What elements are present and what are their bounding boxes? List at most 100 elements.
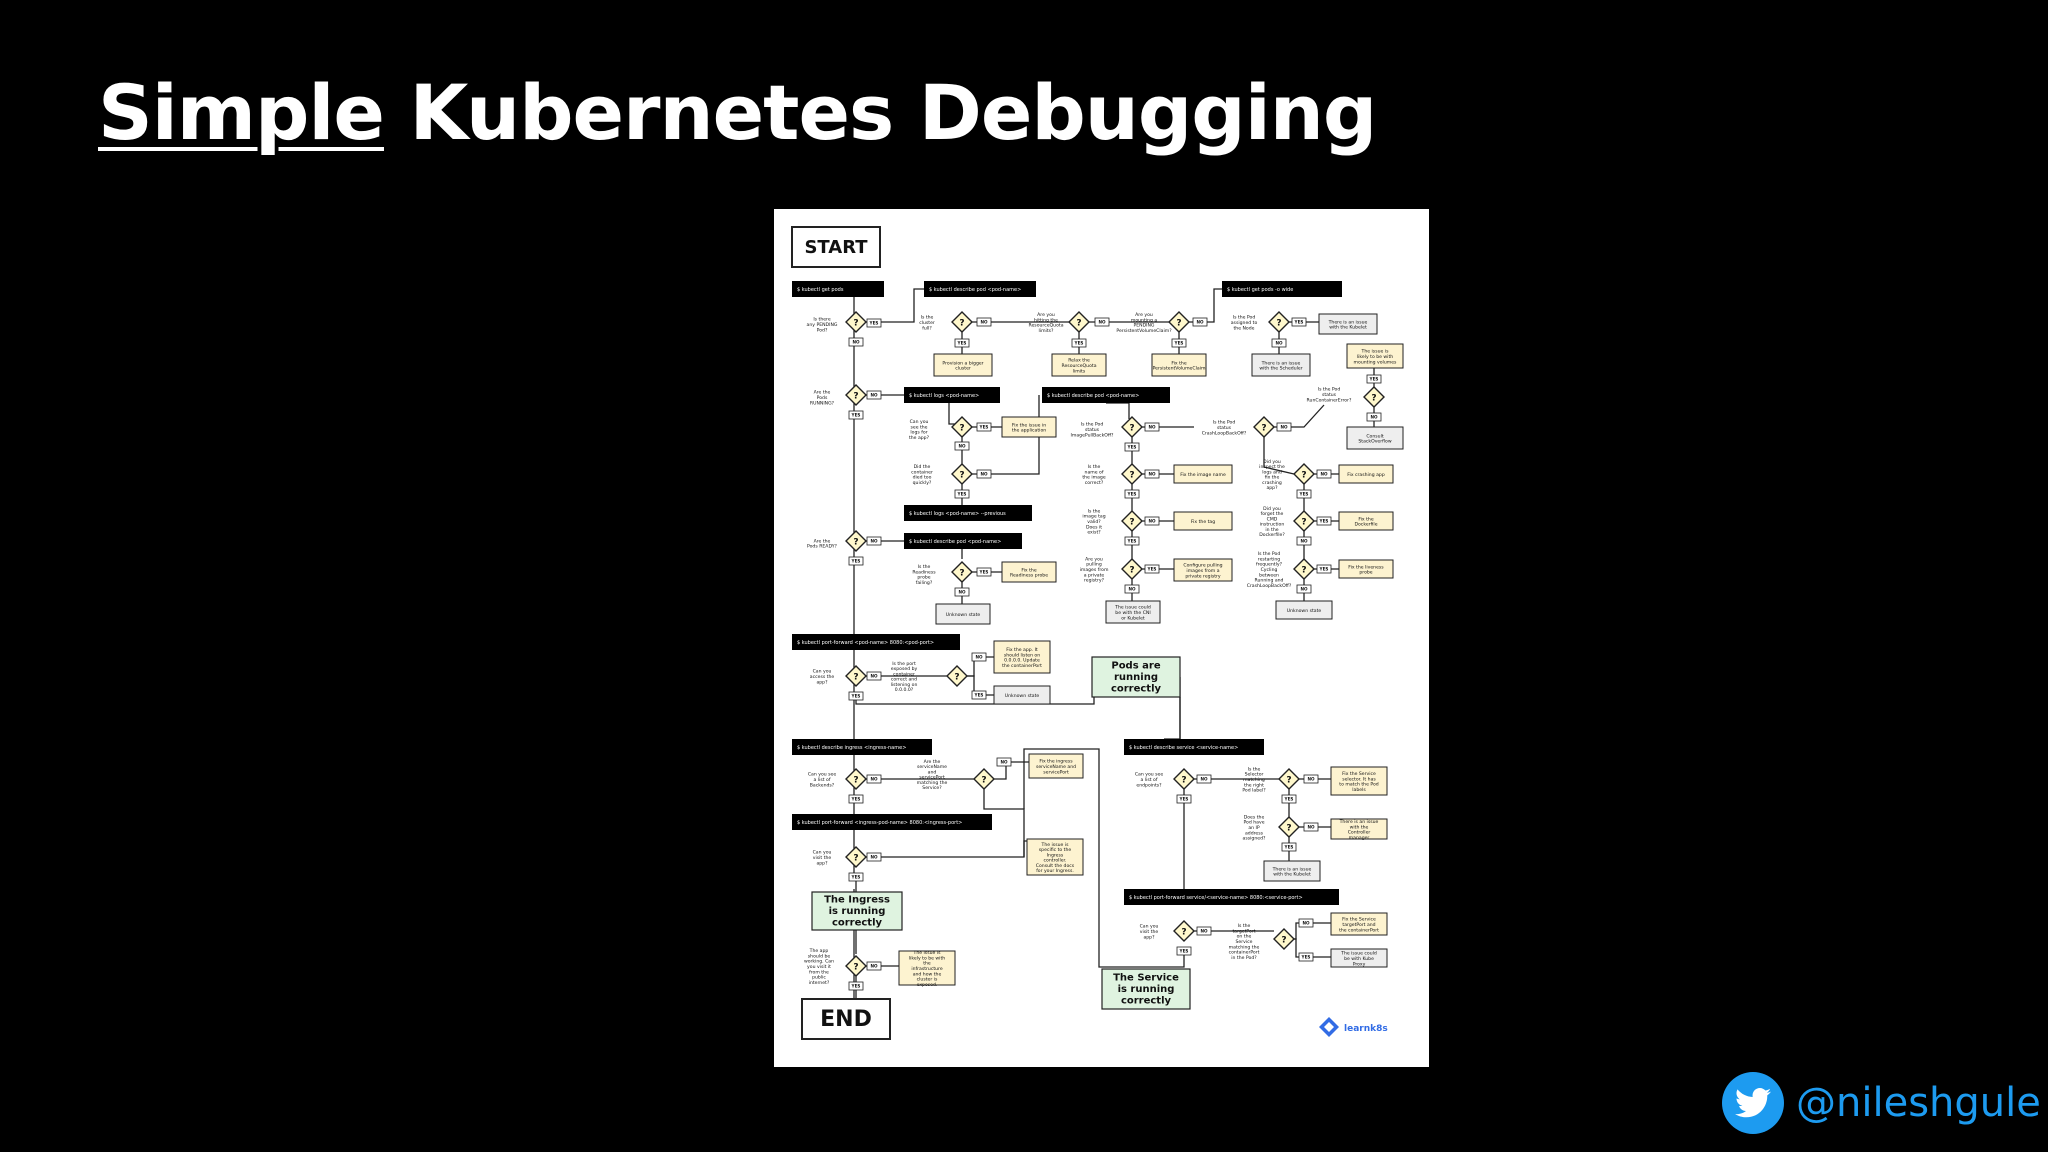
yes-label bbox=[1176, 946, 1192, 956]
yes-text: YES bbox=[1369, 376, 1379, 381]
no-label bbox=[1144, 516, 1160, 526]
no-label bbox=[954, 441, 970, 451]
decision-mark: ? bbox=[1301, 470, 1306, 480]
no-label bbox=[866, 671, 882, 681]
no-text: NO bbox=[870, 538, 878, 543]
decision-mark: ? bbox=[1286, 823, 1291, 833]
decision-diamond bbox=[845, 384, 867, 406]
decision-diamond bbox=[951, 416, 973, 438]
yes-label bbox=[1296, 489, 1312, 499]
connector-line bbox=[1263, 437, 1295, 475]
command-text: $ kubectl describe pod <pod-name> bbox=[909, 539, 1001, 545]
decision-diamond bbox=[1268, 311, 1290, 333]
decision-diamond bbox=[1068, 311, 1090, 333]
connector-line bbox=[994, 761, 1029, 780]
yes-text: YES bbox=[1319, 566, 1329, 571]
no-text: NO bbox=[1300, 586, 1308, 591]
twitter-icon[interactable] bbox=[1722, 1072, 1784, 1134]
outcome-box bbox=[1173, 511, 1233, 531]
no-text: NO bbox=[1196, 319, 1204, 324]
end-box bbox=[801, 998, 891, 1040]
connector-line bbox=[1106, 402, 1130, 419]
decision-diamond bbox=[845, 955, 867, 977]
outcome-box bbox=[1338, 464, 1394, 484]
outcome-box bbox=[1026, 838, 1084, 876]
no-label bbox=[1366, 412, 1382, 422]
decision-diamond bbox=[1121, 416, 1143, 438]
success-box bbox=[1091, 656, 1181, 698]
yes-label bbox=[848, 691, 864, 701]
connector-line bbox=[1164, 697, 1181, 740]
decision-diamond bbox=[845, 530, 867, 552]
yes-label bbox=[1298, 952, 1314, 962]
yes-label bbox=[848, 556, 864, 566]
command-text: $ kubectl port-forward <pod-name> 8080:<… bbox=[797, 640, 934, 646]
command-text: $ kubectl get pods -o wide bbox=[1227, 287, 1293, 293]
decision-mark: ? bbox=[959, 318, 964, 328]
no-text: NO bbox=[1307, 776, 1315, 781]
decision-mark: ? bbox=[959, 568, 964, 578]
yes-text: YES bbox=[1147, 566, 1157, 571]
decision-diamond bbox=[1273, 928, 1295, 950]
yes-text: YES bbox=[1284, 844, 1294, 849]
yes-label bbox=[1291, 317, 1307, 327]
no-label bbox=[1271, 338, 1287, 348]
outcome-box bbox=[1346, 426, 1404, 450]
decision-diamond bbox=[1121, 510, 1143, 532]
no-label bbox=[976, 317, 992, 327]
decision-diamond bbox=[1173, 768, 1195, 790]
yes-text: YES bbox=[851, 412, 861, 417]
decision-diamond bbox=[1293, 463, 1315, 485]
command-text: $ kubectl logs <pod-name> bbox=[909, 393, 979, 399]
command-bar bbox=[904, 387, 1000, 403]
yes-text: YES bbox=[1319, 518, 1329, 523]
no-text: NO bbox=[870, 776, 878, 781]
outcome-box bbox=[1001, 561, 1057, 583]
command-bar bbox=[792, 634, 960, 650]
yes-text: YES bbox=[957, 340, 967, 345]
decision-mark: ? bbox=[959, 423, 964, 433]
no-text: NO bbox=[1000, 759, 1008, 764]
decision-mark: ? bbox=[853, 672, 858, 682]
no-label bbox=[866, 536, 882, 546]
yes-label bbox=[848, 794, 864, 804]
command-text: $ kubectl get pods bbox=[797, 287, 844, 293]
outcome-box bbox=[1330, 766, 1388, 796]
outcome-box bbox=[935, 603, 991, 625]
twitter-handle[interactable]: @nileshgule bbox=[1722, 1072, 2041, 1134]
yes-label bbox=[848, 981, 864, 991]
yes-text: YES bbox=[1299, 491, 1309, 496]
outcome-box bbox=[1173, 558, 1233, 582]
decision-diamond bbox=[845, 665, 867, 687]
outcome-box bbox=[1338, 511, 1394, 531]
handle-text[interactable]: @nileshgule bbox=[1796, 1080, 2041, 1126]
outcome-box bbox=[1173, 464, 1233, 484]
brand-text: learnk8s bbox=[1344, 1024, 1388, 1034]
no-label bbox=[866, 390, 882, 400]
yes-text: YES bbox=[1127, 538, 1137, 543]
yes-text: YES bbox=[851, 693, 861, 698]
no-text: NO bbox=[870, 854, 878, 859]
command-bar bbox=[1124, 889, 1339, 905]
end-text: END bbox=[820, 1007, 872, 1032]
connector-line bbox=[1189, 288, 1222, 323]
yes-label bbox=[954, 489, 970, 499]
decision-mark: ? bbox=[1301, 565, 1306, 575]
no-text: NO bbox=[870, 673, 878, 678]
